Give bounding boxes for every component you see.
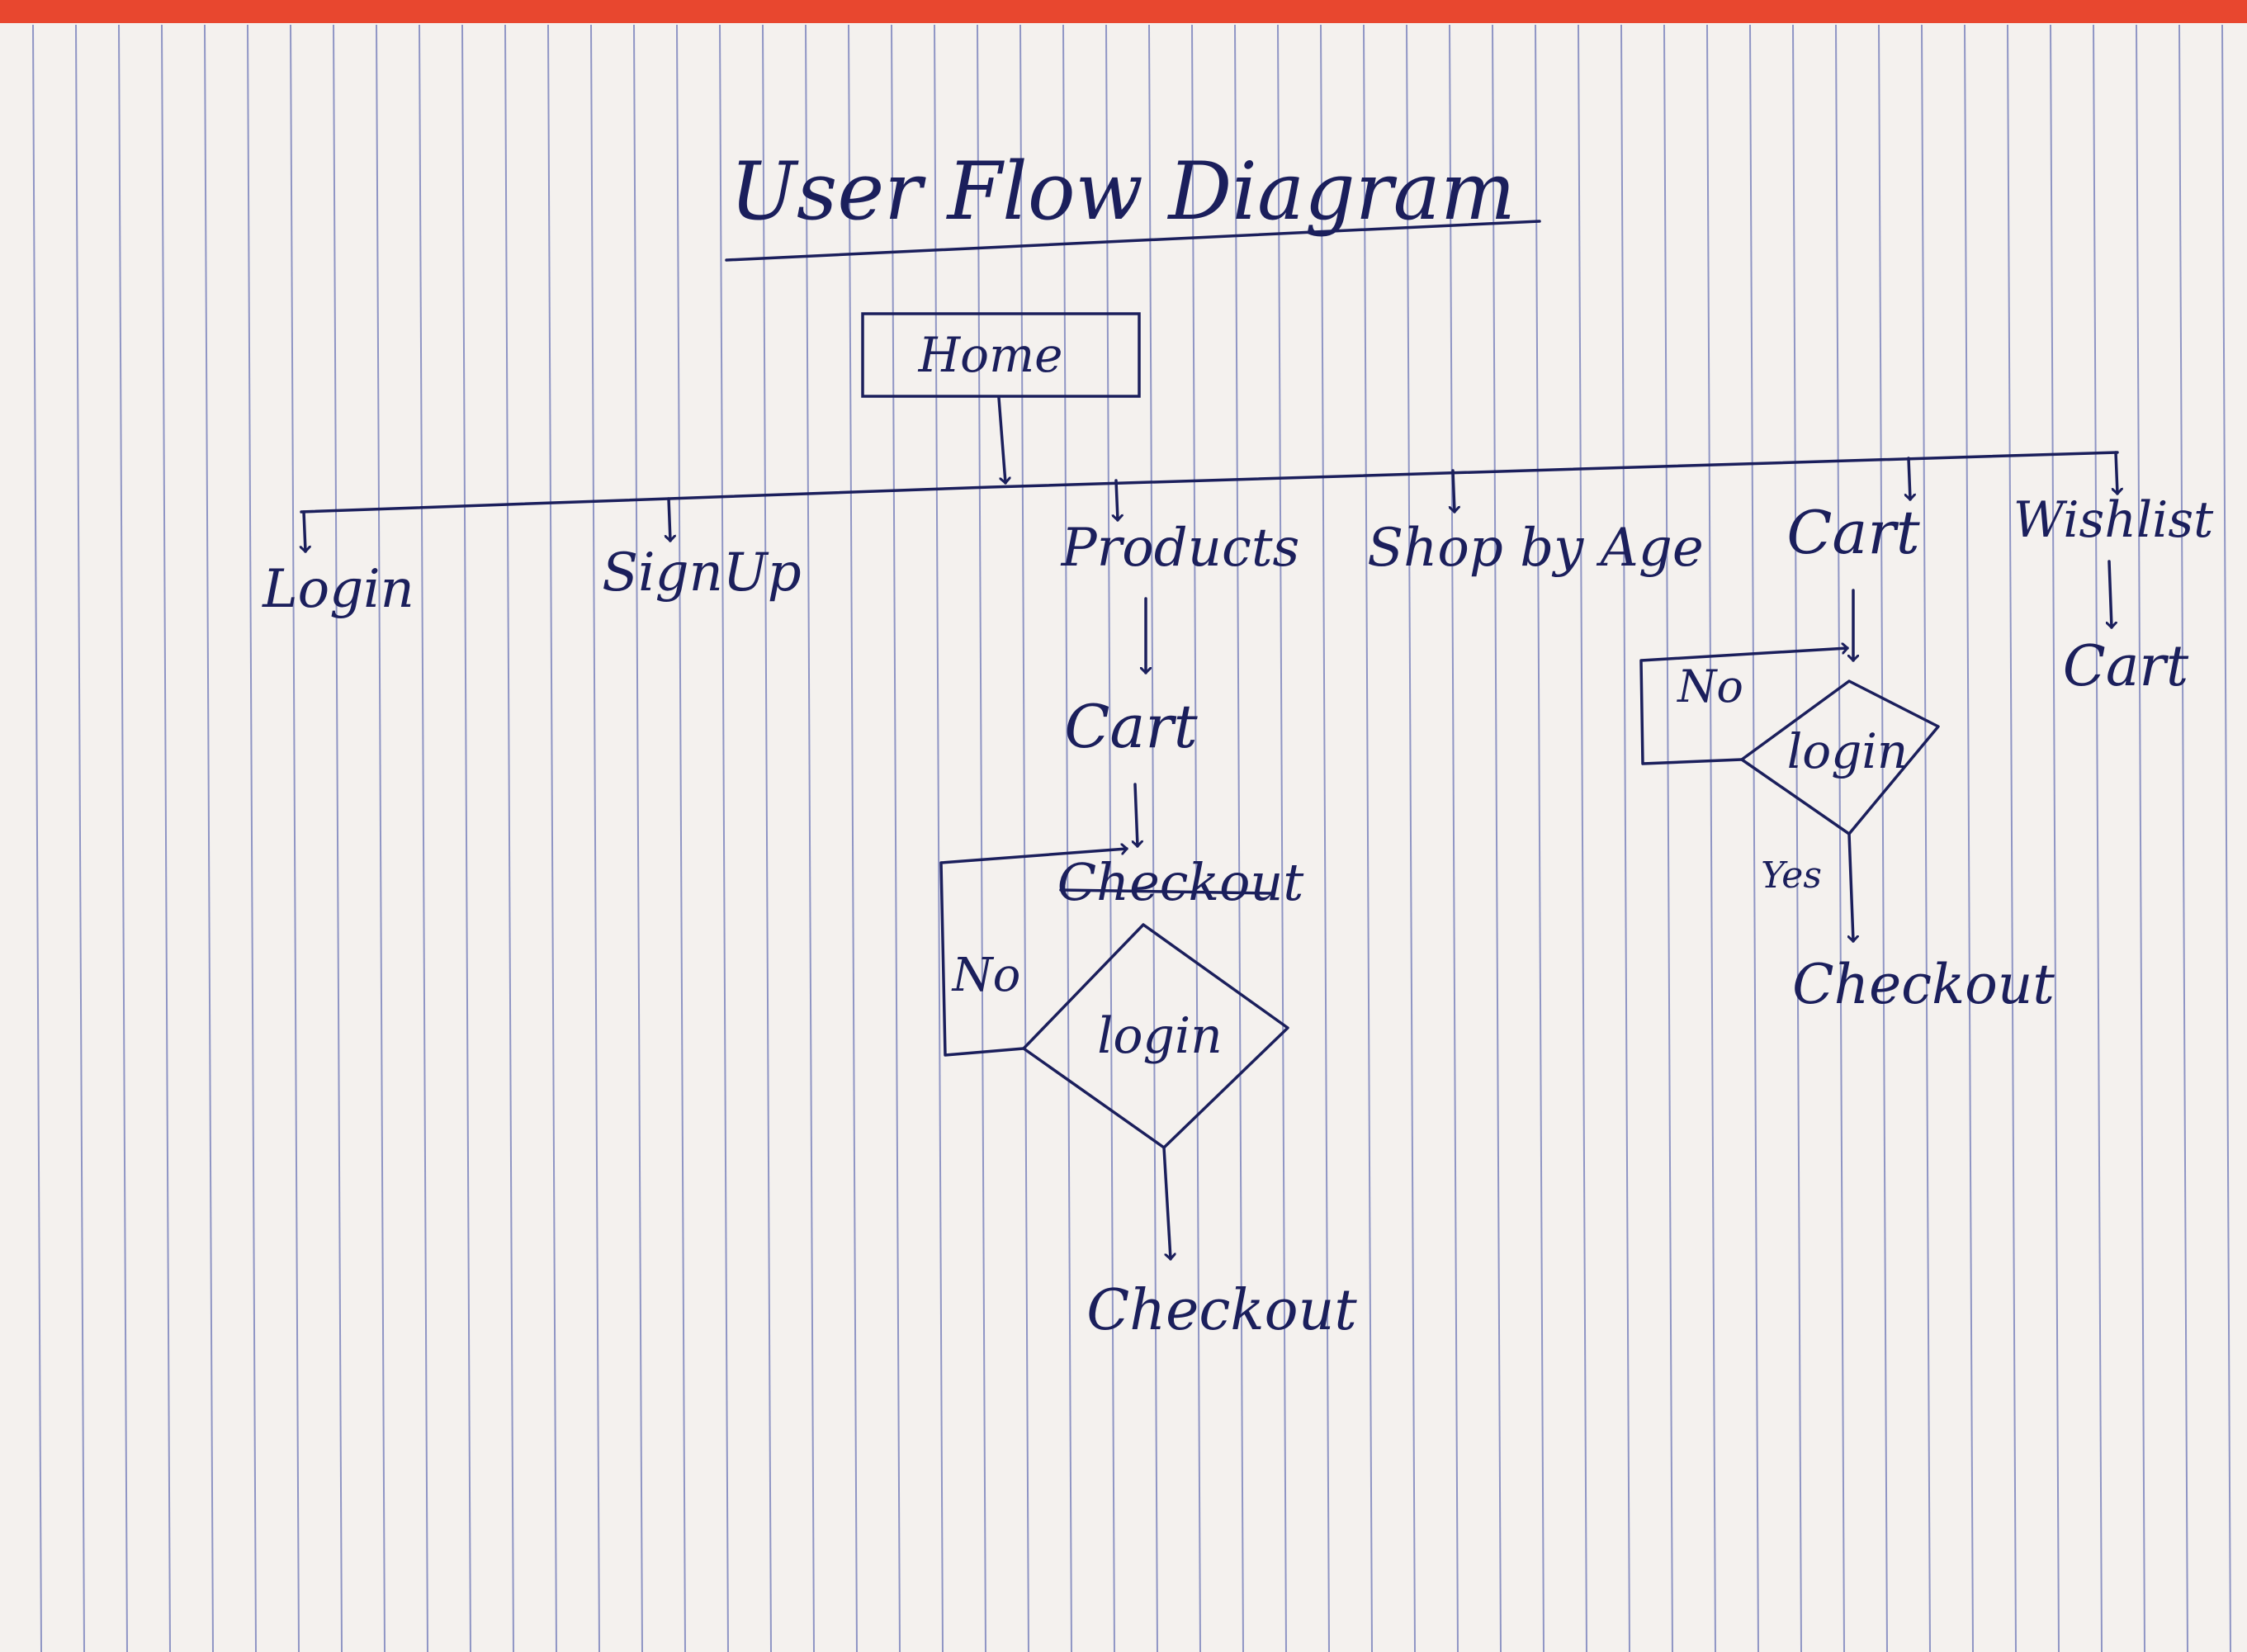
- rule-line: [762, 24, 772, 1652]
- products-login-decision: login: [1097, 1007, 1223, 1065]
- rule-line: [547, 24, 557, 1652]
- drop-login: [304, 510, 305, 553]
- rule-line: [161, 24, 171, 1652]
- rule-line: [1449, 24, 1459, 1652]
- node-login: Login: [262, 559, 414, 620]
- products-checkout-result: Checkout: [1086, 1278, 1357, 1343]
- rule-line: [1191, 24, 1201, 1652]
- red-margin-band: [0, 0, 2247, 23]
- rule-line: [1363, 24, 1373, 1652]
- rule-line: [1019, 24, 1029, 1652]
- node-products: Products: [1061, 518, 1300, 579]
- struck-checkout-label: Checkout: [1057, 852, 1304, 912]
- branch-bar: [300, 451, 2119, 514]
- rule-line: [1234, 24, 1244, 1652]
- diagram-title: User Flow Diagram: [730, 145, 1516, 238]
- rule-line: [1148, 24, 1158, 1652]
- drop-wishlist: [2116, 451, 2117, 495]
- home-connector: [997, 396, 1005, 485]
- home-label: Home: [918, 327, 1063, 383]
- rule-line: [1492, 24, 1502, 1652]
- rule-line: [204, 24, 214, 1652]
- node-shop-by-age: Shop by Age: [1367, 518, 1703, 579]
- rule-line: [891, 24, 901, 1652]
- rule-line: [1792, 24, 1802, 1652]
- rule-line: [75, 24, 85, 1652]
- cart-login-decision: login: [1787, 723, 1909, 779]
- drop-shop-by-age: [1453, 469, 1455, 514]
- rule-line: [633, 24, 643, 1652]
- rule-line: [1749, 24, 1759, 1652]
- rule-line: [1878, 24, 1888, 1652]
- cart-checkout-result: Checkout: [1792, 953, 2055, 1016]
- products-to-checkout-arrow: [1162, 1146, 1171, 1261]
- rule-line: [676, 24, 686, 1652]
- rule-line: [590, 24, 600, 1652]
- ruled-lines: [32, 24, 2231, 1652]
- cart-no-label: No: [1676, 660, 1743, 712]
- rule-line: [934, 24, 944, 1652]
- rule-line: [2221, 24, 2231, 1652]
- home-box: [861, 312, 1141, 398]
- cart-to-checkout-arrow: [1135, 783, 1138, 848]
- rule-line: [1921, 24, 1931, 1652]
- node-wishlist: Wishlist: [2013, 491, 2214, 549]
- rule-line: [1535, 24, 1545, 1652]
- rule-line: [1706, 24, 1716, 1652]
- rule-line: [2093, 24, 2103, 1652]
- products-cart-label: Cart: [1064, 692, 1198, 761]
- cart-yes-label: Yes: [1761, 854, 1822, 897]
- rule-line: [419, 24, 428, 1652]
- rule-line: [118, 24, 128, 1652]
- rule-line: [333, 24, 343, 1652]
- drop-products: [1116, 479, 1118, 522]
- rule-line: [1964, 24, 1974, 1652]
- rule-line: [1663, 24, 1673, 1652]
- rule-line: [1578, 24, 1587, 1652]
- drop-cart: [1909, 457, 1910, 501]
- wishlist-cart-result: Cart: [2063, 634, 2189, 699]
- rule-line: [2050, 24, 2060, 1652]
- cart-yes-arrow: [1849, 832, 1853, 943]
- rule-line: [504, 24, 514, 1652]
- title-underline: [725, 220, 1541, 262]
- products-no-loop: [939, 849, 1128, 1057]
- node-signup: SignUp: [602, 542, 801, 604]
- products-no-label: No: [951, 949, 1021, 1002]
- rule-line: [461, 24, 471, 1652]
- rule-line: [719, 24, 729, 1652]
- rule-line: [1320, 24, 1330, 1652]
- rule-line: [1105, 24, 1115, 1652]
- rule-line: [2007, 24, 2017, 1652]
- rule-line: [1620, 24, 1630, 1652]
- strike-through: [1059, 888, 1273, 895]
- node-cart: Cart: [1786, 498, 1920, 567]
- rule-line: [290, 24, 300, 1652]
- rule-line: [1277, 24, 1287, 1652]
- rule-line: [805, 24, 815, 1652]
- rule-line: [848, 24, 858, 1652]
- rule-line: [247, 24, 257, 1652]
- rule-line: [32, 24, 42, 1652]
- cart-no-loop: [1639, 648, 1849, 765]
- rule-line: [977, 24, 986, 1652]
- rule-line: [1406, 24, 1416, 1652]
- drop-signup: [669, 497, 670, 542]
- rule-line: [1835, 24, 1845, 1652]
- wishlist-to-cart-arrow: [2109, 560, 2112, 629]
- rule-line: [376, 24, 386, 1652]
- rule-line: [2136, 24, 2145, 1652]
- rule-line: [2178, 24, 2188, 1652]
- rule-line: [1062, 24, 1072, 1652]
